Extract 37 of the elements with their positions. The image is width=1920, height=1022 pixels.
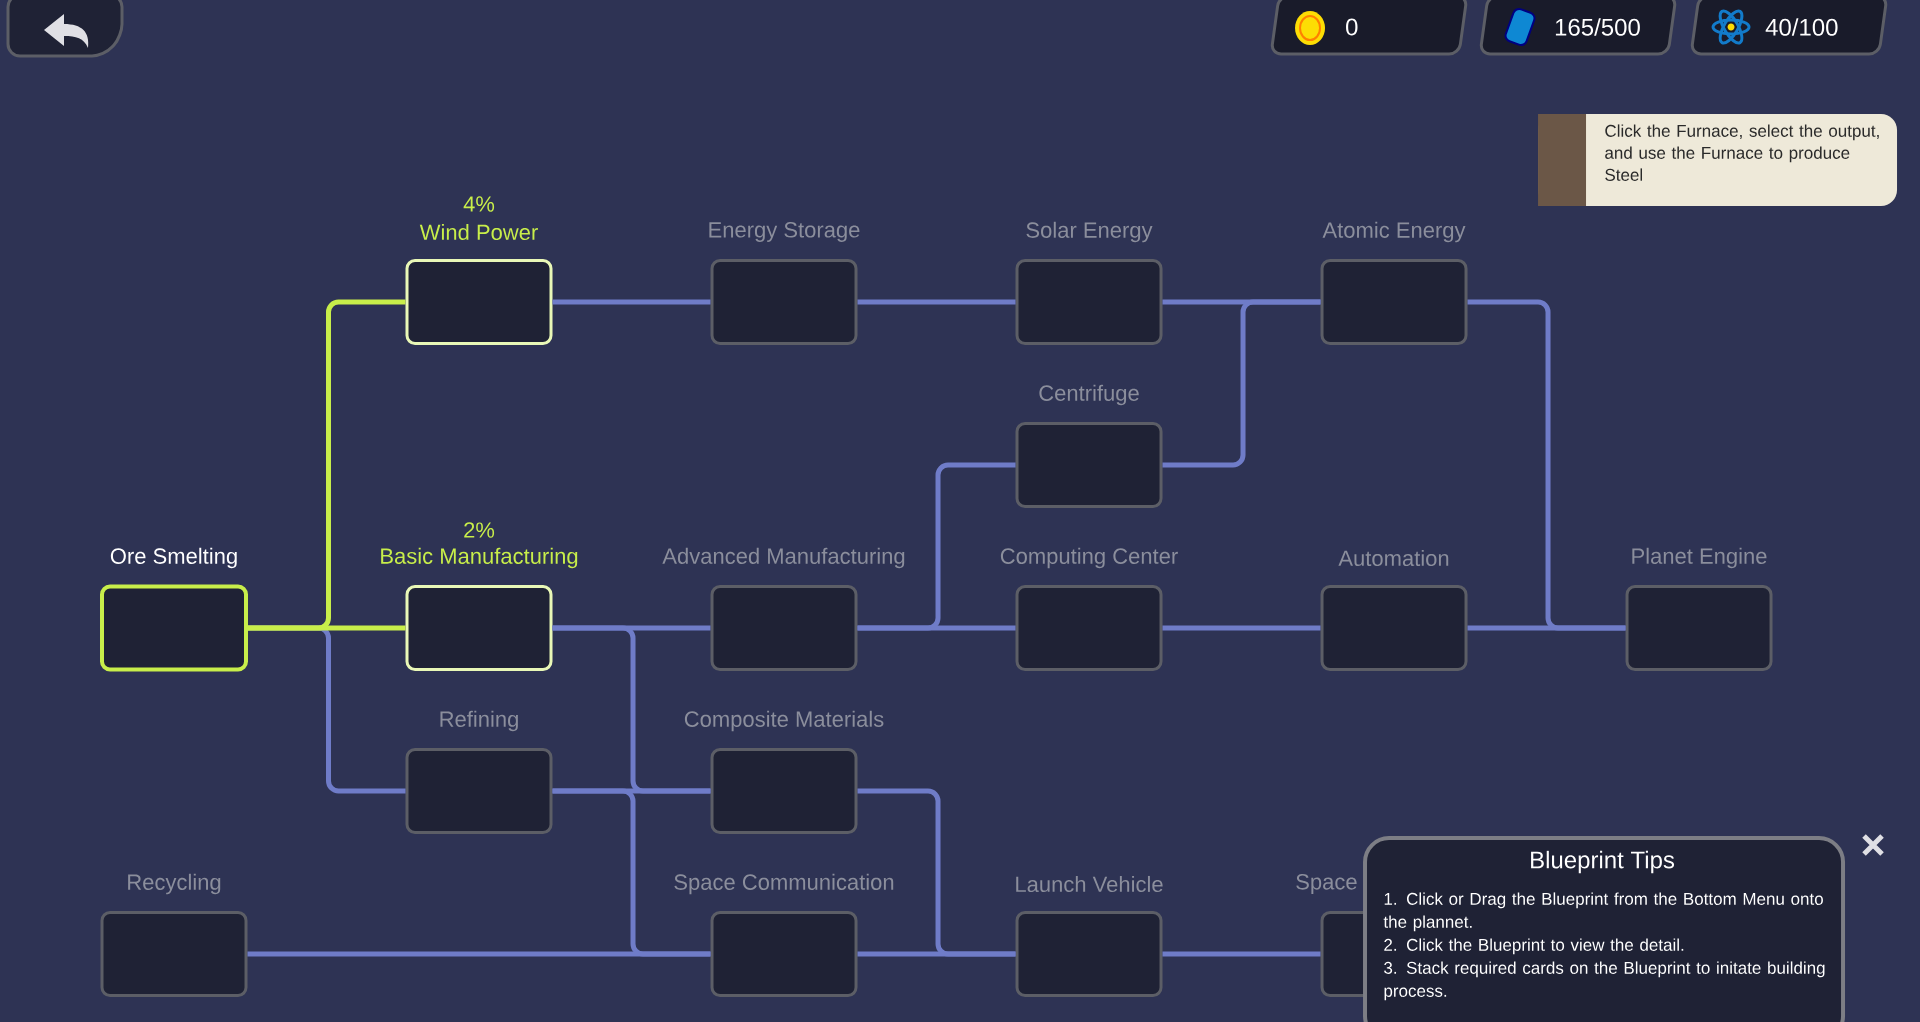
panel-title: Blueprint Tips xyxy=(1531,850,1675,874)
card-title: Centrifuge xyxy=(1039,384,1139,406)
resource-counter: 40/100 xyxy=(1690,0,1888,56)
connector-line xyxy=(1162,299,1321,468)
connector-line xyxy=(247,951,711,957)
card-title: Composite Materials xyxy=(684,710,884,732)
resource-counter: 165/500 xyxy=(1479,0,1677,56)
progress-percent: 2% xyxy=(464,522,495,538)
card-title: Planet Engine xyxy=(1632,547,1767,569)
resource-counter: 0 xyxy=(1270,0,1468,56)
connector-line xyxy=(248,625,406,631)
card-title: Space xyxy=(1296,874,1357,894)
card-title: Energy Storage xyxy=(709,222,860,242)
connector-line xyxy=(1162,625,1321,631)
tip-text: 3. Stack required cards on the Blueprint to initate building process. xyxy=(1384,961,1825,1001)
card-title: Automation xyxy=(1338,549,1449,567)
progress-percent: 4% xyxy=(463,196,495,212)
connector-line xyxy=(857,951,1016,957)
card-title: Space Communication xyxy=(674,873,894,895)
connector-line xyxy=(552,299,711,305)
tip-text: 1. Click or Drag the Blueprint from the Bottom Menu onto the plannet. xyxy=(1383,892,1823,932)
card-title: Launch Vehicle xyxy=(1016,875,1163,893)
card-title: Ore Smelting xyxy=(110,547,237,569)
card-title: Wind Power xyxy=(419,223,538,241)
card-title: Atomic Energy xyxy=(1322,221,1466,243)
connector-line xyxy=(857,299,1016,305)
connector-line xyxy=(1162,951,1321,957)
card-title: Computing Center xyxy=(1000,547,1178,569)
connector-line xyxy=(857,625,1016,631)
tooltip: Click the Furnace, select the output, and use the Furnace to produce Steel xyxy=(1538,114,1898,206)
card-title: Basic Manufacturing xyxy=(381,547,578,569)
connector-line xyxy=(1467,625,1626,631)
tip-text: 2. Click the Blueprint to view the detail. xyxy=(1384,938,1684,955)
card-title: Refining xyxy=(440,710,518,732)
card-title: Recycling xyxy=(128,873,221,895)
card-title: Solar Energy xyxy=(1026,221,1153,243)
card-title: Advanced Manufacturing xyxy=(662,547,905,569)
